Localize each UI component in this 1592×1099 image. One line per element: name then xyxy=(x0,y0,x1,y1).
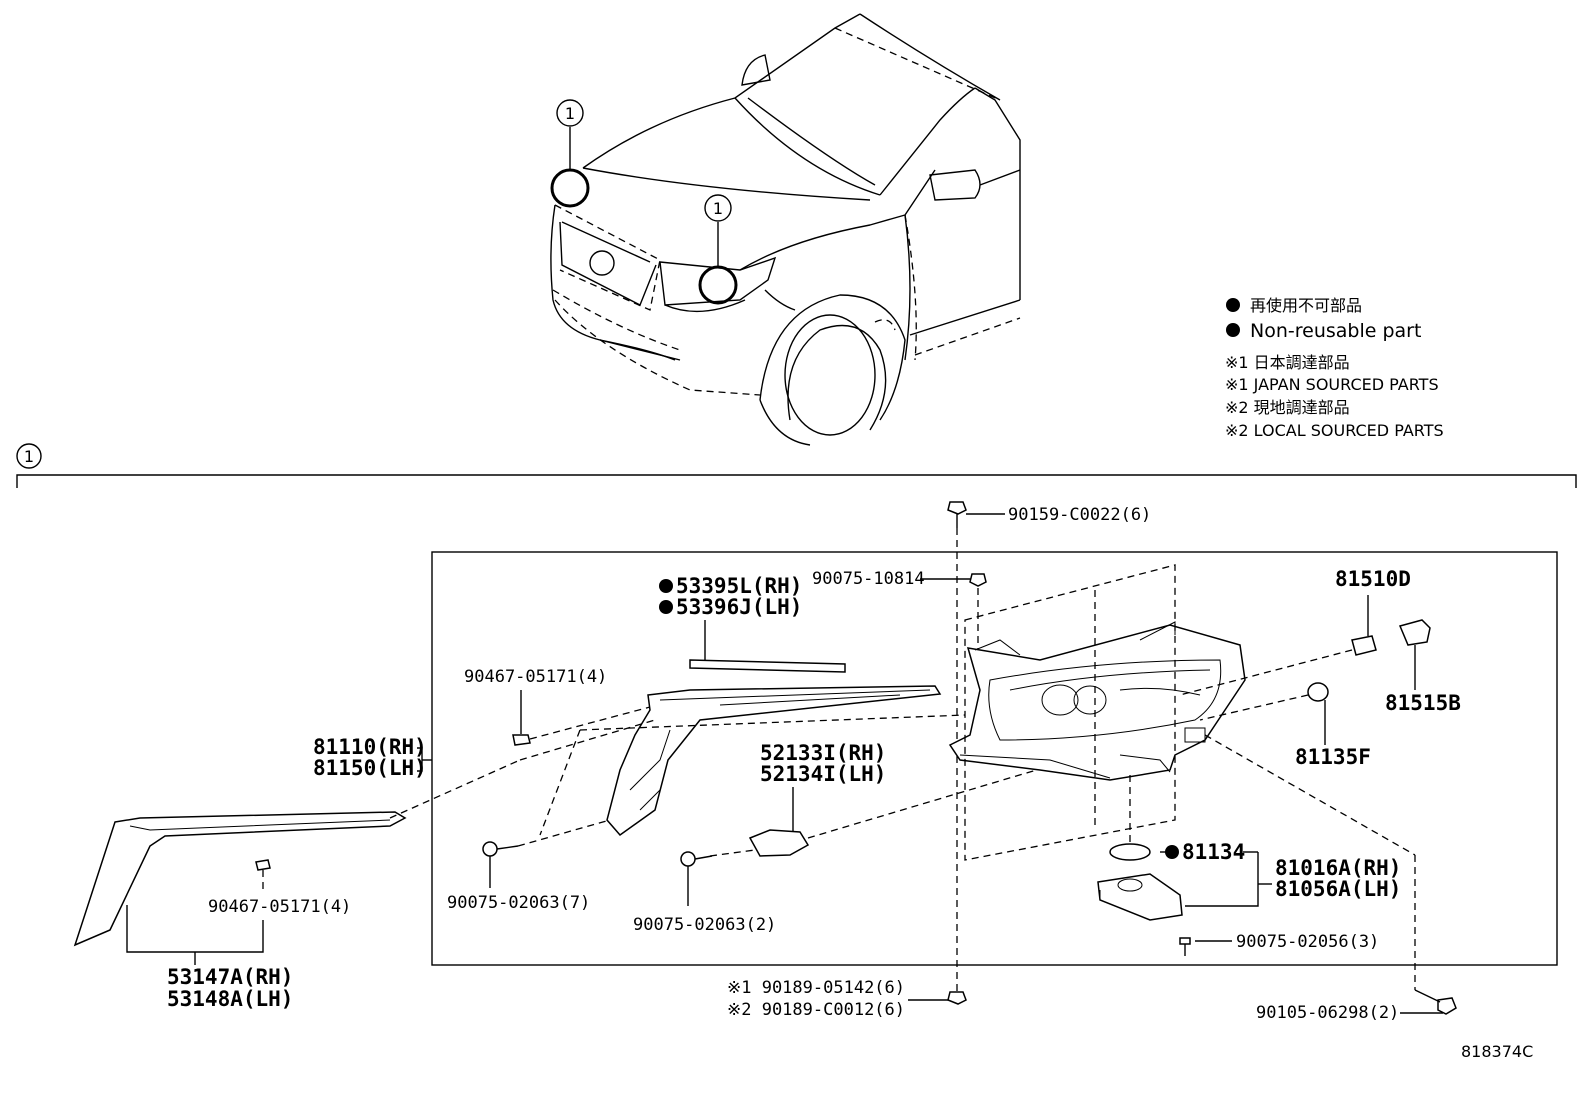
headlamp-assembly xyxy=(948,621,1246,781)
label-53148: 53148A(LH) xyxy=(167,987,293,1011)
label-52134: 52134I(LH) xyxy=(760,762,886,786)
callout-number: 1 xyxy=(565,104,575,123)
label-90189-05142: ※1 90189-05142(6) xyxy=(727,978,905,998)
legend-note1-en: ※1 JAPAN SOURCED PARTS xyxy=(1225,375,1439,394)
label-90105: 90105-06298(2) xyxy=(1256,1003,1399,1023)
legend-note2-jp: ※2 現地調達部品 xyxy=(1225,398,1350,417)
non-reusable-dot-icon xyxy=(1226,298,1240,312)
diagram-id: 818374C xyxy=(1461,1042,1533,1061)
label-53395: 53395L(RH) xyxy=(676,574,802,598)
legend: 再使用不可部品 Non-reusable part ※1 日本調達部品 ※1 J… xyxy=(1225,296,1444,440)
callout-number: 1 xyxy=(713,199,723,218)
legend-note1-jp: ※1 日本調達部品 xyxy=(1225,353,1350,372)
ballast-81016 xyxy=(1097,873,1183,921)
non-reusable-dot-icon xyxy=(1226,323,1240,337)
label-90075-02063-7: 90075-02063(7) xyxy=(447,893,590,913)
headlamp-bracket xyxy=(606,685,942,837)
label-53396: 53396J(LH) xyxy=(676,595,802,619)
label-52133: 52133I(RH) xyxy=(760,741,886,765)
non-reusable-dot-icon xyxy=(659,600,673,614)
label-90467-a: 90467-05171(4) xyxy=(464,667,607,687)
label-90467-b: 90467-05171(4) xyxy=(208,897,351,917)
label-81016: 81016A(RH) xyxy=(1275,856,1401,880)
seal-strip xyxy=(689,659,846,673)
label-53147: 53147A(RH) xyxy=(167,965,293,989)
section-bracket xyxy=(16,474,1577,488)
label-81134: 81134 xyxy=(1182,840,1245,864)
label-90075-02056: 90075-02056(3) xyxy=(1236,932,1379,952)
bulb-81510 xyxy=(1351,635,1377,656)
legend-non-reusable-en: Non-reusable part xyxy=(1250,320,1421,342)
label-90075-02063-2: 90075-02063(2) xyxy=(633,915,776,935)
non-reusable-dot-icon xyxy=(1165,845,1179,859)
label-90189-C0012: ※2 90189-C0012(6) xyxy=(727,1000,905,1020)
socket-81515 xyxy=(1398,619,1431,646)
label-90075-10814: 90075-10814 xyxy=(812,569,925,589)
assembly-box xyxy=(431,551,1558,966)
vehicle-sketch: 1 1 xyxy=(550,13,1021,446)
non-reusable-dot-icon xyxy=(659,579,673,593)
legend-non-reusable-jp: 再使用不可部品 xyxy=(1250,296,1362,315)
legend-note2-en: ※2 LOCAL SOURCED PARTS xyxy=(1225,421,1444,440)
bolt-90159 xyxy=(947,501,1005,528)
bracket-52133 xyxy=(748,829,810,857)
label-81110: 81110(RH) xyxy=(313,735,427,759)
section-callout: 1 xyxy=(24,447,34,466)
label-81056: 81056A(LH) xyxy=(1275,877,1401,901)
headlamp-marker-lh xyxy=(698,265,738,305)
label-81515: 81515B xyxy=(1385,691,1461,715)
label-81510: 81510D xyxy=(1335,567,1411,591)
label-81135: 81135F xyxy=(1295,745,1371,769)
headlamp-marker-rh xyxy=(550,168,590,208)
label-90159: 90159-C0022(6) xyxy=(1008,505,1151,525)
label-81150: 81150(LH) xyxy=(313,756,427,780)
headlamp-garnish-53147 xyxy=(73,811,407,947)
